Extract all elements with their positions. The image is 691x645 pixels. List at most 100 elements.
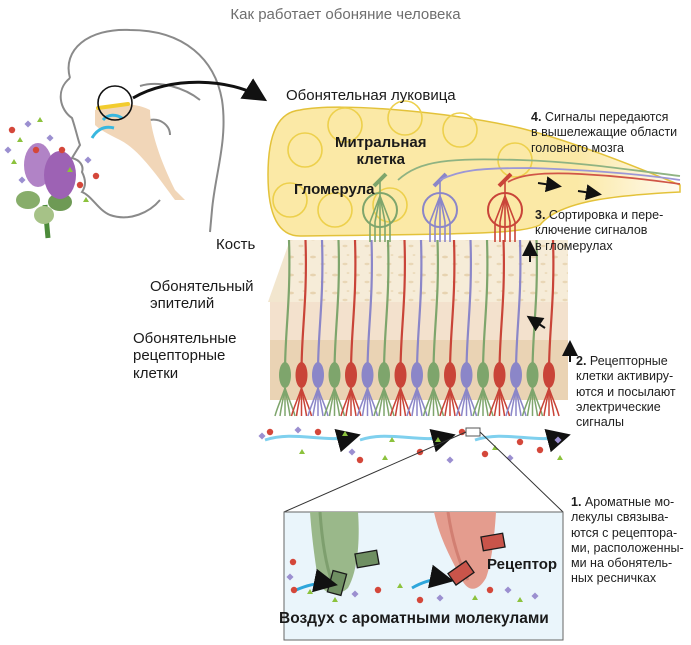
molecule-dot — [92, 172, 100, 180]
molecule-dot — [517, 597, 523, 602]
zoom-arrow — [132, 78, 268, 102]
bulb-circle — [317, 192, 353, 228]
molecule-dot — [84, 156, 92, 164]
receptor-neuron — [505, 239, 527, 417]
step-4: 4. Сигналы передаются в вышележащие обла… — [531, 110, 678, 155]
bulb-circle — [272, 182, 308, 218]
molecule-dot — [32, 146, 40, 154]
red-cilium — [434, 511, 506, 589]
molecule-dot — [18, 176, 26, 184]
receptor-icon — [354, 549, 380, 569]
step-3: 3. Сортировка и пере- ключение сигналов … — [535, 208, 664, 253]
molecule-dot — [8, 126, 16, 134]
receptor-neuron — [521, 239, 544, 417]
receptor-neuron — [455, 239, 478, 417]
molecule-dot — [389, 437, 395, 442]
air-flow-arrow — [264, 429, 361, 453]
head-profile — [59, 28, 225, 233]
molecule-dot — [289, 558, 297, 566]
receptor-neuron — [406, 239, 428, 417]
molecule-dot — [342, 431, 348, 436]
mitral-cell-body — [372, 172, 388, 188]
label-receptor-cells: Обонятельные рецепторные клетки — [133, 330, 237, 382]
receptor-icon — [480, 532, 506, 552]
molecule-dot — [351, 590, 359, 598]
molecule-dot — [486, 586, 494, 594]
molecule-dot — [37, 117, 43, 122]
receptor-neuron — [472, 239, 494, 417]
molecule-dot — [536, 446, 544, 454]
glomeruli-and-mitral-cells — [362, 172, 523, 242]
molecule-dot — [17, 137, 23, 142]
molecule-dot — [307, 589, 313, 594]
receptor-neuron — [538, 239, 560, 417]
label-bone: Кость — [216, 236, 256, 253]
label-olfactory-bulb: Обонятельная луковица — [286, 87, 456, 104]
molecule-dot — [397, 583, 403, 588]
molecule-dot — [531, 592, 539, 600]
label-mitral-cell: Митральная клетка — [335, 134, 427, 169]
molecule-dot — [557, 455, 563, 460]
bone-layer — [290, 240, 568, 302]
air-flow-arrows — [264, 429, 571, 453]
molecule-dot — [472, 595, 478, 600]
step-1: 1. Ароматные мо- лекулы связыва- ются с … — [571, 495, 684, 586]
receptor-neuron — [373, 239, 395, 417]
label-epithelium: Обонятельный эпителий — [150, 278, 254, 313]
zoom-circle — [97, 85, 133, 121]
nasal-cavity — [90, 85, 185, 200]
bulb-circle — [287, 132, 323, 168]
molecule-dot — [11, 159, 17, 164]
odor-molecules — [258, 426, 563, 464]
air-flow-arrow — [359, 429, 456, 453]
receptor-neuron — [422, 239, 445, 417]
molecule-dot — [416, 596, 424, 604]
molecule-dot — [76, 181, 84, 189]
receptor-neuron — [290, 239, 313, 417]
receptor-neuron — [356, 239, 379, 417]
air-flow-arrow — [474, 429, 571, 453]
step-2: 2. Рецепторные клетки активиру- ются и п… — [576, 354, 676, 429]
output-axons — [397, 158, 681, 185]
inset-marker — [465, 427, 481, 437]
lilac-flower-icon — [16, 143, 76, 239]
molecule-dot — [554, 436, 562, 444]
molecule-dot — [290, 586, 298, 594]
molecule-dot — [516, 438, 524, 446]
molecule-dot — [436, 594, 444, 602]
molecule-dot — [435, 437, 441, 442]
receptor-neuron — [488, 239, 511, 417]
molecule-dot — [382, 455, 388, 460]
receptor-neuron — [389, 239, 412, 417]
molecule-dot — [67, 167, 73, 172]
bulb-circle — [327, 107, 363, 143]
molecule-dot — [492, 445, 498, 450]
molecule-dot — [286, 573, 294, 581]
receptor-neuron — [323, 239, 346, 417]
signal-direction-arrows — [522, 176, 602, 362]
molecule-dot — [299, 449, 305, 454]
molecule-dot — [356, 456, 364, 464]
receptor-neuron — [307, 239, 329, 417]
label-glomerulus: Гломерула — [294, 181, 375, 198]
receptor-neuron — [274, 239, 296, 417]
molecule-dot — [332, 597, 338, 602]
glomerulus — [487, 172, 523, 242]
molecule-dot — [446, 456, 454, 464]
molecule-dot — [83, 197, 89, 202]
molecule-dot — [258, 432, 266, 440]
receptor-neurons — [274, 239, 560, 417]
molecule-dot — [374, 586, 382, 594]
receptor-neuron — [340, 239, 362, 417]
bulb-circle — [442, 112, 478, 148]
molecule-dot — [24, 120, 32, 128]
page-title: Как работает обоняние человека — [230, 6, 461, 23]
mitral-cell-body — [497, 172, 513, 188]
molecule-dot — [294, 426, 302, 434]
molecule-dot — [314, 428, 322, 436]
receptor-neuron — [439, 239, 461, 417]
glomerulus — [362, 172, 398, 242]
olfactory-bulb — [267, 106, 681, 237]
molecule-dot — [58, 146, 66, 154]
